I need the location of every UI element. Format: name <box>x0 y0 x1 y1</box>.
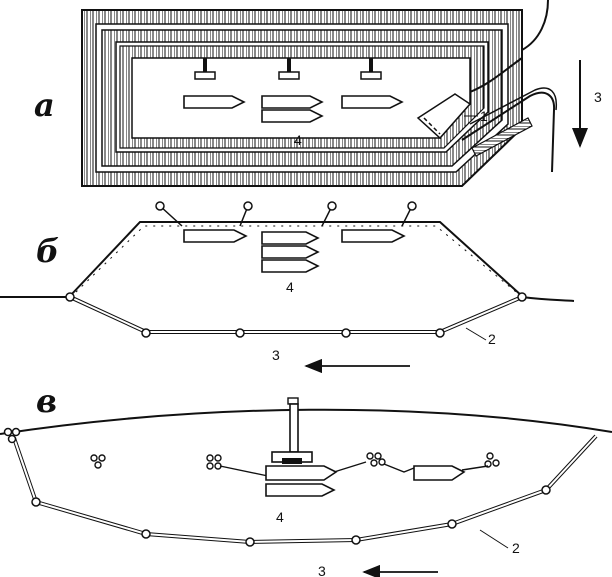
river-bank <box>461 91 556 173</box>
vessel <box>183 229 248 243</box>
buoy <box>401 201 417 227</box>
buoy-cluster <box>3 427 21 444</box>
label-item: 4 <box>276 509 284 525</box>
panel-a: а 4 1 3 <box>34 0 602 187</box>
panel-letter: в <box>36 382 57 420</box>
mooring-post <box>278 58 300 80</box>
buoy <box>321 201 337 227</box>
ground-line <box>521 296 575 302</box>
label-gate: 1 <box>480 108 488 124</box>
vessel <box>413 465 466 481</box>
vessel <box>265 465 338 481</box>
vessel <box>261 109 324 123</box>
panel-letter: б <box>36 232 59 270</box>
vessel <box>341 95 404 109</box>
buoy <box>239 201 253 227</box>
mooring-post <box>360 58 382 80</box>
river-bank <box>469 87 558 125</box>
vessel <box>183 95 246 109</box>
central-tower <box>271 397 313 464</box>
label-flow: 3 <box>318 563 326 577</box>
buoy-cluster <box>484 452 500 468</box>
buoy-cluster <box>206 454 222 470</box>
label-wall: 2 <box>512 540 520 556</box>
label-item: 4 <box>286 279 294 295</box>
label-item: 4 <box>294 132 302 148</box>
label-flow: 3 <box>272 347 280 363</box>
vessel <box>261 259 320 273</box>
panel-letter: а <box>34 86 55 124</box>
mooring-post <box>194 58 216 80</box>
gate <box>416 93 472 140</box>
label-flow: 3 <box>594 89 602 105</box>
buoy-cluster <box>366 452 386 467</box>
basin-rim <box>69 221 523 297</box>
water-surface <box>0 408 612 435</box>
buoy-cluster <box>90 454 106 469</box>
buoy <box>155 201 183 227</box>
vessel <box>265 483 336 497</box>
river-bank <box>469 57 523 93</box>
label-wall: 2 <box>488 331 496 347</box>
vessel <box>261 231 320 245</box>
vessel <box>341 229 406 243</box>
river-bank <box>521 0 549 51</box>
vessel <box>261 245 320 259</box>
panel-c: в 4 2 3 <box>0 382 612 577</box>
vessel <box>261 95 324 109</box>
panel-b: б 4 2 3 <box>0 201 575 374</box>
